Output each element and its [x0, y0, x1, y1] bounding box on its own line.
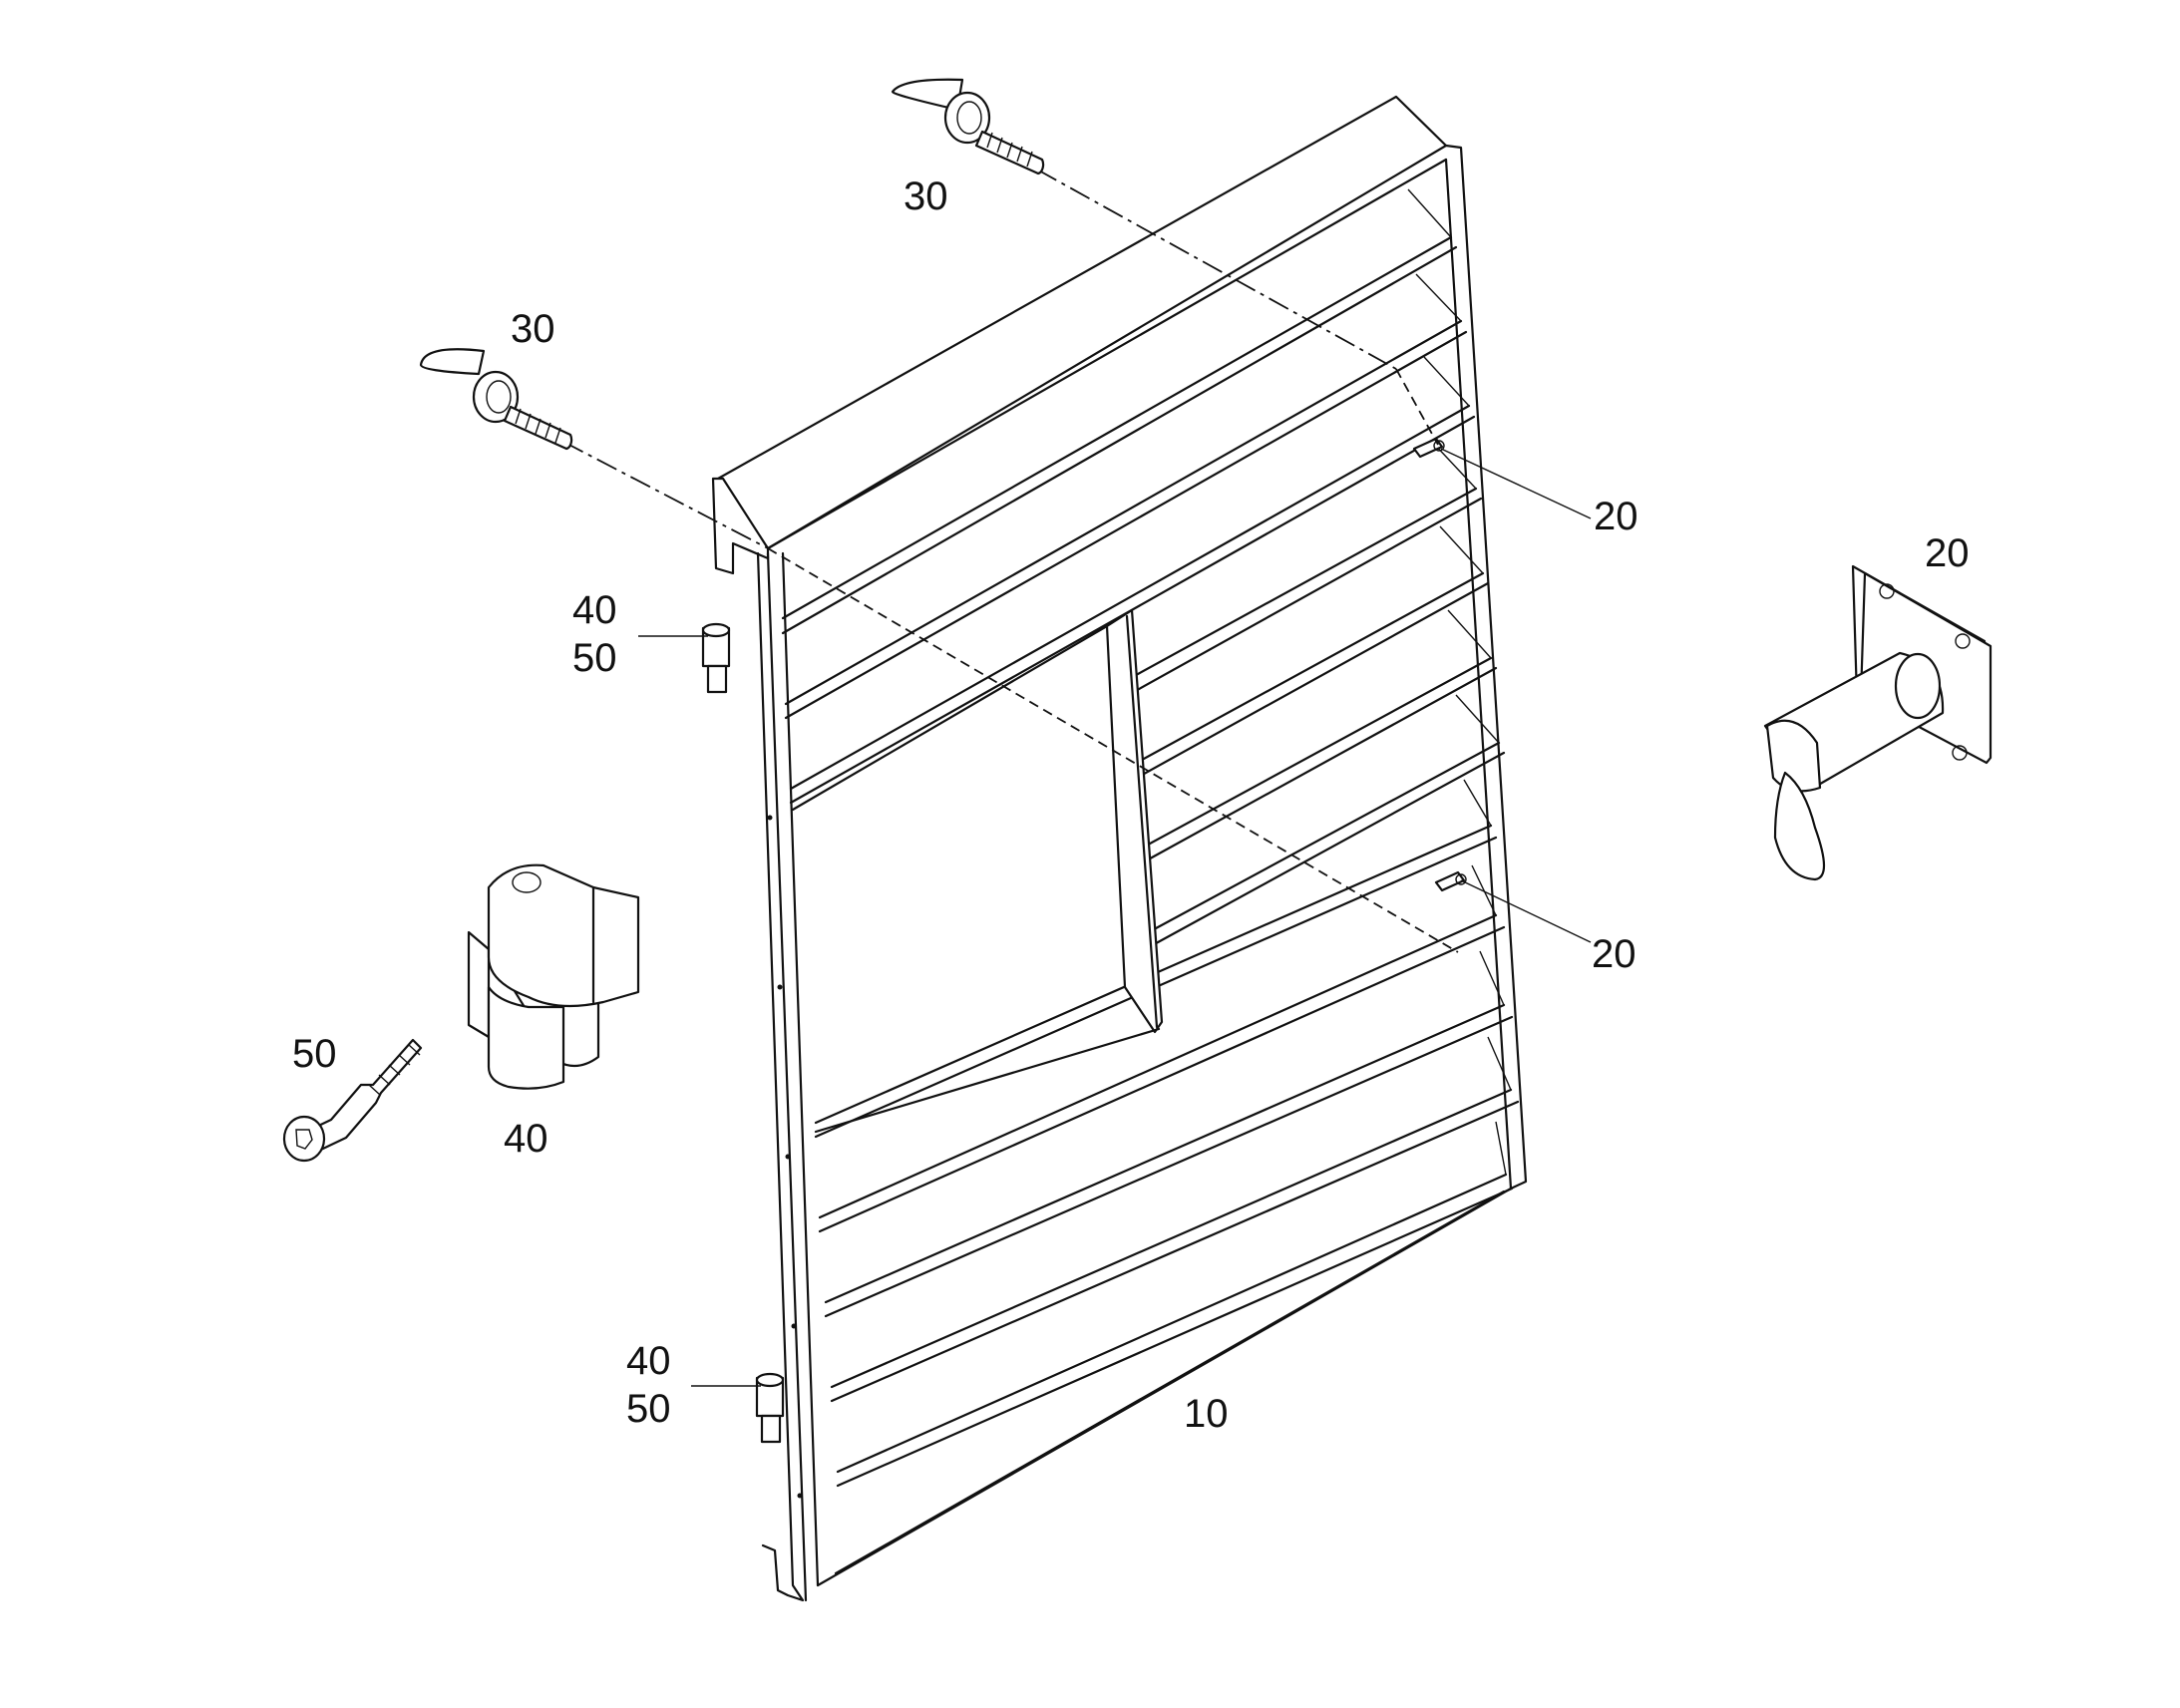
callout-louvre-panel: 10 [1184, 1392, 1229, 1436]
latch-detail [1763, 564, 1993, 881]
callout-hinge-lower-50: 50 [626, 1387, 671, 1431]
pin-top [891, 78, 1045, 175]
alignment-lines [562, 169, 1459, 953]
callout-pin-left: 30 [511, 307, 555, 351]
callout-pin-top: 30 [904, 174, 948, 218]
hinge-mount-upper [701, 622, 731, 694]
louvre-slats [781, 188, 1520, 1488]
louvre-panel [701, 95, 1528, 1602]
callout-screw-detail: 50 [292, 1032, 337, 1076]
callout-hinge-upper-40: 40 [572, 588, 617, 632]
callout-hinge-upper-50: 50 [572, 636, 617, 680]
latch-mount-upper [1412, 437, 1445, 459]
callout-hinge-lower-40: 40 [626, 1339, 671, 1383]
callout-latch-upper: 20 [1594, 495, 1638, 538]
rivet-dots [767, 815, 803, 1499]
latch-mount-lower [1434, 870, 1467, 892]
hinge-mount-lower [755, 1372, 785, 1444]
callout-latch-lower: 20 [1592, 932, 1636, 976]
pin-left [419, 348, 573, 451]
screw-detail [282, 1038, 423, 1163]
callout-hinge-detail: 40 [504, 1117, 548, 1161]
centre-mullion [1105, 608, 1164, 1034]
callout-latch-detail: 20 [1925, 531, 1970, 575]
leader-lines [638, 448, 1592, 1387]
hinge-detail [467, 863, 640, 1090]
